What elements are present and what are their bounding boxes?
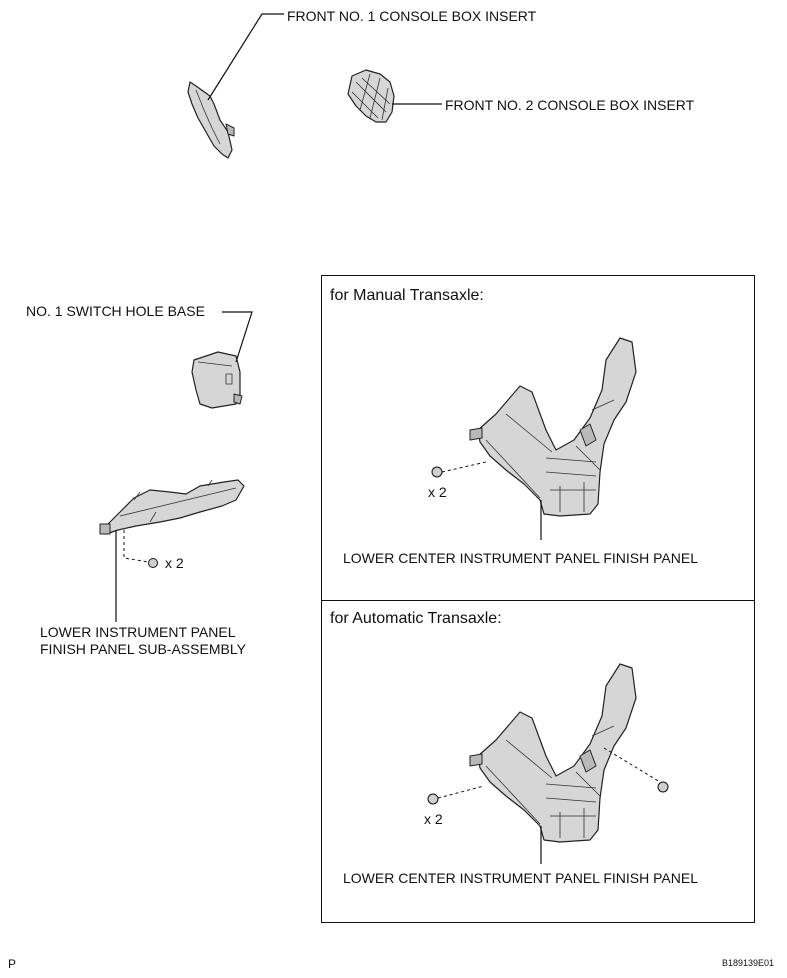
automatic-lower-center-panel-part xyxy=(469,663,637,843)
manual-lower-center-panel-part xyxy=(469,337,637,517)
clip-left xyxy=(148,558,158,568)
automatic-panel-title: for Automatic Transaxle: xyxy=(330,610,502,627)
clip-auto-right xyxy=(657,781,669,793)
label-lower-ip-line1: LOWER INSTRUMENT PANEL xyxy=(40,624,236,640)
manual-qty: x 2 xyxy=(428,484,447,500)
label-lower-ip-line2: FINISH PANEL SUB-ASSEMBLY xyxy=(40,641,246,657)
corner-letter: P xyxy=(8,957,17,971)
automatic-transaxle-panel xyxy=(321,600,755,923)
front-no1-console-box-insert-part xyxy=(187,81,235,159)
leader-front-no1 xyxy=(207,13,284,101)
label-front-no1-console-box-insert: FRONT NO. 1 CONSOLE BOX INSERT xyxy=(287,8,537,24)
dashed-clip-line-manual xyxy=(441,461,487,473)
manual-part-label: LOWER CENTER INSTRUMENT PANEL FINISH PAN… xyxy=(343,550,698,566)
clip-auto-left xyxy=(427,793,439,805)
dashed-clip-line-auto-right xyxy=(603,747,661,783)
label-front-no2-console-box-insert: FRONT NO. 2 CONSOLE BOX INSERT xyxy=(445,97,695,113)
automatic-part-label: LOWER CENTER INSTRUMENT PANEL FINISH PAN… xyxy=(343,870,698,886)
lower-instrument-panel-finish-panel-part xyxy=(99,479,245,535)
dashed-clip-line-auto-left xyxy=(437,785,485,799)
qty-left-clips: x 2 xyxy=(165,555,184,571)
figure-code: B189139E01 xyxy=(722,958,775,968)
manual-panel-title: for Manual Transaxle: xyxy=(330,287,484,304)
label-switch-hole-base: NO. 1 SWITCH HOLE BASE xyxy=(26,303,205,319)
leader-switch-hole-base xyxy=(222,311,253,363)
clip-manual xyxy=(431,466,443,478)
automatic-qty: x 2 xyxy=(424,811,443,827)
front-no2-console-box-insert-part xyxy=(347,69,395,123)
no1-switch-hole-base-part xyxy=(191,351,243,409)
dashed-clip-line-left xyxy=(123,530,149,563)
